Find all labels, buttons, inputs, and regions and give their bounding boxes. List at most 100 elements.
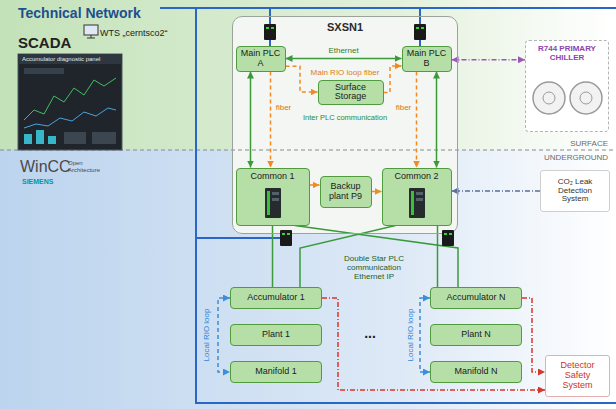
ethernet-link — [272, 226, 274, 288]
node-text: R744 PRIMARY CHILLER — [529, 45, 605, 63]
plc-strip — [411, 191, 414, 215]
link-label: Double Star PLC communication Ethernet I… — [332, 254, 416, 282]
edge-label: fiber — [395, 103, 413, 112]
network-switch — [414, 24, 426, 40]
fiber-link — [270, 72, 272, 168]
plc-slot — [416, 198, 423, 201]
monitor-screen — [84, 25, 98, 35]
plc-slot — [416, 192, 423, 195]
loop-label: Local RIO loop — [406, 309, 415, 362]
edge-label-holder: Ethernet — [327, 46, 359, 55]
screen-header — [18, 54, 122, 64]
plc-box: Main PLC B — [402, 46, 452, 72]
switch-led — [449, 233, 452, 235]
node-text: Plant 1 — [234, 330, 318, 340]
ethernet-link — [437, 226, 439, 288]
screen-bar — [24, 134, 32, 144]
node-text: Backup plant P9 — [324, 182, 368, 202]
plc-strip — [267, 191, 270, 215]
switch-led — [444, 233, 447, 235]
network-line — [160, 7, 616, 9]
logo-text-holder: Open Architecture — [68, 160, 104, 174]
edge-label: Ethernet — [327, 46, 359, 55]
zone-label-holder: UNDERGROUND — [544, 153, 608, 162]
ethernet-link — [295, 226, 458, 288]
workstation-label-holder: WTS „cerntsco2“ — [100, 28, 168, 38]
system-label-holder: SCADA — [18, 34, 71, 51]
loop-label-holder: Local RIO loop — [202, 309, 211, 362]
link-label-holder: Inter PLC communication — [297, 114, 393, 123]
node-text: Surface Storage — [322, 83, 380, 103]
edge-label-holder: fiber — [395, 103, 413, 112]
workstation-icon — [84, 25, 98, 38]
fiber-link — [372, 191, 382, 193]
network-label: Technical Network — [18, 5, 141, 21]
plc-body — [265, 188, 281, 218]
underground-zone — [0, 150, 616, 409]
plc-box: Common 2 — [382, 168, 452, 226]
node-text: Accumulator N — [434, 293, 518, 303]
network-line — [196, 237, 280, 239]
monitor-stand — [91, 35, 92, 38]
switch-body — [414, 24, 426, 40]
accumulator-box: Accumulator N — [430, 287, 522, 309]
plc-slot — [272, 192, 279, 195]
node-text: Common 2 — [386, 172, 448, 182]
switch-led — [421, 27, 424, 29]
ethernet-link — [286, 58, 402, 60]
network-label-holder: Technical Network — [18, 5, 141, 21]
link-label: Inter PLC communication — [297, 114, 393, 123]
node-text: Plant N — [434, 330, 518, 340]
plc-box: Common 1 — [236, 168, 310, 226]
network-switch — [264, 24, 276, 40]
node-text: Main PLC A — [240, 49, 282, 69]
switch-body — [280, 230, 292, 246]
accumulator-box: Accumulator 1 — [230, 287, 322, 309]
screen-panel — [24, 68, 64, 74]
technical-network-lines — [160, 8, 616, 403]
screen-caption-holder: Accumulator diagnostic panel — [22, 56, 100, 63]
link-label-holder: Double Star PLC communication Ethernet I… — [332, 254, 416, 282]
node-text: Detector Safety System — [549, 361, 606, 391]
plc-body — [409, 188, 425, 218]
link-label-holder: Main RIO loop fiber — [311, 68, 380, 77]
zone-label: SURFACE — [570, 139, 608, 148]
chiller-box: R744 PRIMARY CHILLER — [525, 40, 609, 132]
node-text: Common 1 — [240, 172, 306, 182]
ellipsis: ... — [364, 325, 376, 341]
detection-link — [452, 190, 541, 192]
fiber-link — [384, 66, 402, 92]
switch-led — [271, 27, 274, 29]
monitor-stand — [87, 38, 95, 39]
chiller-link — [452, 59, 526, 61]
zone-label: UNDERGROUND — [544, 153, 608, 162]
system-label: SCADA — [18, 34, 71, 51]
plc-box: Main PLC A — [236, 46, 286, 72]
rio-loop-link — [218, 298, 230, 372]
plant-box: Plant N — [430, 324, 522, 346]
ethernet-link — [250, 72, 252, 168]
network-switch — [280, 230, 292, 246]
screen-bar — [48, 136, 56, 144]
edge-label: fiber — [275, 103, 293, 112]
ellipsis-holder: ... — [364, 325, 376, 341]
switch-led — [282, 233, 285, 235]
node-text: Manifold N — [434, 367, 518, 377]
zone-label-holder: SURFACE — [570, 139, 608, 148]
plc-device-icon — [409, 188, 425, 218]
storage-box: Surface Storage — [318, 80, 384, 106]
chiller-compressors — [533, 82, 602, 114]
node-text: SXSN1 — [236, 21, 454, 33]
screen-trend — [24, 78, 116, 120]
screen-frame — [18, 54, 122, 150]
safety-link — [522, 298, 545, 372]
safety-system-box: Detector Safety System — [545, 355, 610, 397]
network-line — [196, 8, 616, 403]
compressor-symbol — [533, 82, 565, 114]
fiber-link — [310, 184, 320, 186]
compressor-symbol — [543, 92, 555, 104]
logo-text: Open Architecture — [68, 160, 104, 174]
scada-screenshot — [18, 54, 122, 150]
